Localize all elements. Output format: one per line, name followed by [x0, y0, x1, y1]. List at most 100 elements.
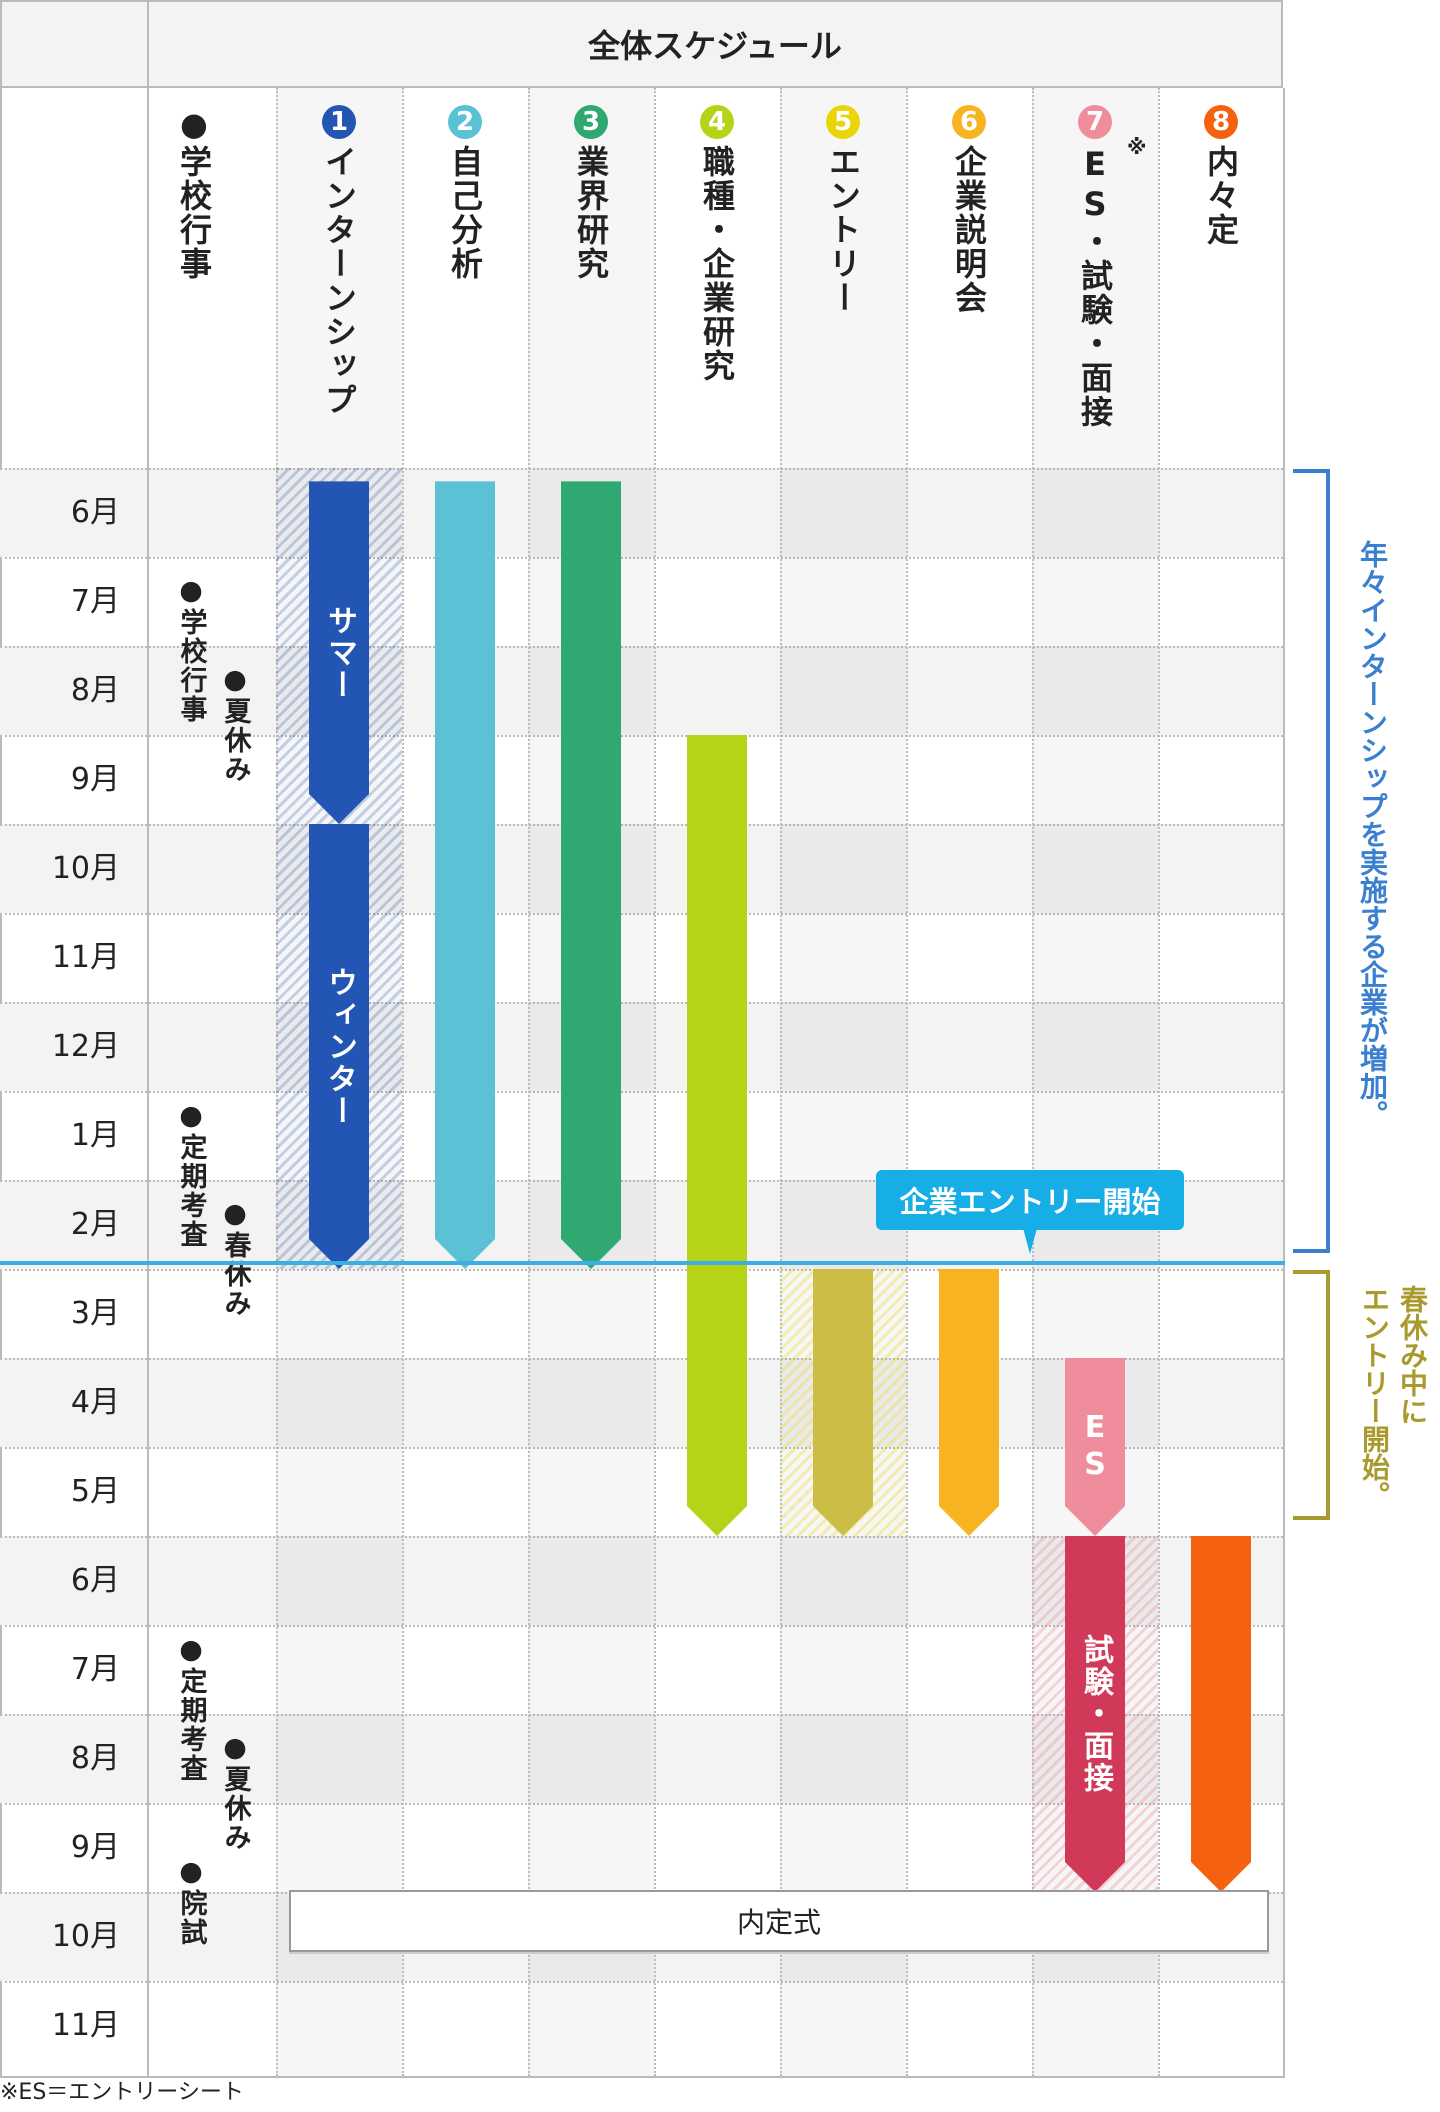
- school-event: ●定期考査: [175, 1099, 207, 1249]
- ceremony-label: 内定式: [736, 1906, 821, 1939]
- column-shade: [780, 88, 906, 2076]
- blue-bracket: [1293, 469, 1330, 1253]
- month-label: 2月: [70, 1207, 120, 1242]
- column-divider: [1158, 88, 1160, 2076]
- step-number-badge: 3: [574, 105, 608, 139]
- month-label: 8月: [70, 673, 120, 708]
- bar-label: ウィンター: [322, 966, 357, 1127]
- period-bar: [561, 481, 621, 1269]
- entry-start-callout: 企業エントリー開始: [876, 1170, 1184, 1230]
- column-header-label: 職種・企業研究: [698, 145, 736, 383]
- month-label: 7月: [70, 1652, 120, 1687]
- period-bar: [1191, 1536, 1251, 1892]
- column-header-label: 業界研究: [572, 145, 610, 281]
- step-number-badge: 8: [1204, 105, 1238, 139]
- month-row: [0, 913, 1283, 1002]
- column-header-5: 5 エントリー: [780, 105, 906, 315]
- month-row: [0, 1625, 1283, 1714]
- month-label: 10月: [51, 851, 120, 886]
- school-header: ●学校行事: [175, 105, 213, 281]
- school-event: ●夏休み: [219, 1731, 251, 1852]
- month-label: 9月: [70, 1830, 120, 1865]
- period-bar: [687, 735, 747, 1536]
- school-event: ●春休み: [219, 1197, 251, 1318]
- period-bar: ウィンター: [309, 824, 369, 1269]
- column-divider: [402, 88, 404, 2076]
- note-mark: ※: [1127, 135, 1147, 159]
- month-label: 9月: [70, 762, 120, 797]
- month-row: [0, 1002, 1283, 1091]
- column-divider: [780, 88, 782, 2076]
- column-divider: [1032, 88, 1034, 2076]
- month-label: 11月: [51, 940, 120, 975]
- month-label: 11月: [51, 2008, 120, 2043]
- bar-label: サマー: [322, 604, 357, 701]
- month-row: [0, 468, 1283, 557]
- callout-pointer: [1023, 1228, 1037, 1254]
- month-label: 10月: [51, 1919, 120, 1954]
- column-header-4: 4 職種・企業研究: [654, 105, 780, 383]
- corner-cell: [0, 0, 149, 88]
- column-header-label: 企業説明会: [950, 145, 988, 315]
- school-event: ●定期考査: [175, 1633, 207, 1783]
- month-row: [0, 1091, 1283, 1180]
- footnote: ※ES＝エントリーシート: [0, 2080, 244, 2105]
- step-number-badge: 7: [1078, 105, 1112, 139]
- column-divider: [654, 88, 656, 2076]
- month-row: [0, 735, 1283, 824]
- month-label: 8月: [70, 1741, 120, 1776]
- month-row: [0, 1803, 1283, 1892]
- column-header-label: 自己分析: [446, 145, 484, 281]
- entry-start-line: [0, 1261, 1285, 1265]
- step-number-badge: 6: [952, 105, 986, 139]
- period-bar: サマー: [309, 481, 369, 824]
- period-bar: 試験・面接: [1065, 1536, 1125, 1892]
- month-label: 1月: [70, 1118, 120, 1153]
- school-event: ●院試: [175, 1856, 207, 1948]
- month-label: 7月: [70, 584, 120, 619]
- column-header-label: ES・試験・面接: [1076, 145, 1114, 429]
- month-row: [0, 646, 1283, 735]
- month-row: [0, 1447, 1283, 1536]
- step-number-badge: 5: [826, 105, 860, 139]
- month-row: [0, 557, 1283, 646]
- month-label: 5月: [70, 1474, 120, 1509]
- gold-bracket-text-2: エントリー開始。: [1358, 1285, 1391, 1509]
- month-row: [0, 824, 1283, 913]
- month-label: 4月: [70, 1385, 120, 1420]
- column-header-1: 1 インターンシップ: [276, 105, 402, 417]
- period-bar: [813, 1269, 873, 1536]
- period-bar: [939, 1269, 999, 1536]
- page-title: 全体スケジュール: [147, 0, 1283, 88]
- gold-bracket: [1293, 1270, 1330, 1520]
- callout-label: 企業エントリー開始: [899, 1185, 1161, 1219]
- column-divider: [906, 88, 908, 2076]
- column-header-label: インターンシップ: [320, 145, 358, 417]
- bar-label: ES: [1077, 1410, 1113, 1484]
- ceremony-box: 内定式: [289, 1890, 1269, 1952]
- step-number-badge: 1: [322, 105, 356, 139]
- month-label: 12月: [51, 1029, 120, 1064]
- month-label: 6月: [70, 1563, 120, 1598]
- school-event: ●夏休み: [219, 663, 251, 784]
- month-row: [0, 1981, 1283, 2070]
- blue-bracket-text: 年々インターンシップを実施する企業が増加。: [1356, 540, 1389, 1128]
- column-header-label: エントリー: [824, 145, 862, 315]
- school-event: ●学校行事: [175, 574, 207, 724]
- step-number-badge: 4: [700, 105, 734, 139]
- period-bar: ES: [1065, 1358, 1125, 1536]
- bar-label: 試験・面接: [1078, 1634, 1113, 1794]
- gold-bracket-text-1: 春休み中に: [1396, 1285, 1429, 1425]
- period-bar: [435, 481, 495, 1269]
- column-divider: [276, 88, 278, 2076]
- column-header-6: 6 企業説明会: [906, 105, 1032, 315]
- month-label: 3月: [70, 1296, 120, 1331]
- month-label: 6月: [70, 495, 120, 530]
- column-header-3: 3 業界研究: [528, 105, 654, 281]
- month-row: [0, 1269, 1283, 1358]
- school-divider: [147, 88, 149, 2076]
